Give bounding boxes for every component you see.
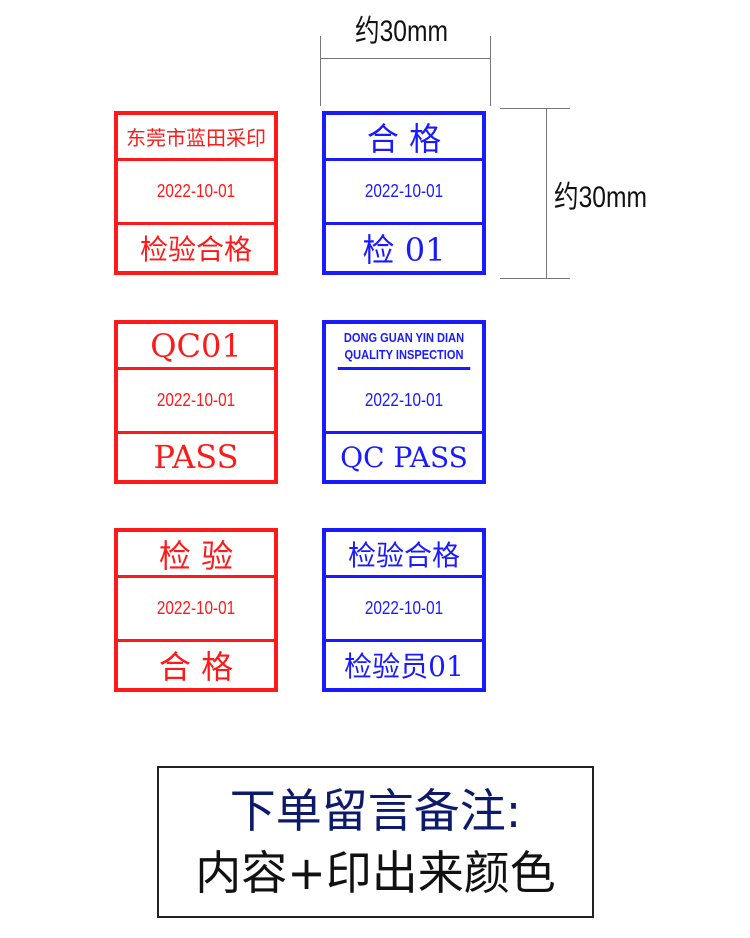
order-note-box: 下单留言备注: 内容+印出来颜色 [157,766,594,918]
stamp-date: 2022-10-01 [364,390,444,410]
stamp-top-text: 东莞市蓝田采印 [118,115,274,161]
stamp-date: 2022-10-01 [364,598,444,618]
dimension-line-vertical [546,108,547,279]
dimension-line-right-tick [490,36,491,106]
stamp-date: 2022-10-01 [156,181,236,201]
stamp-top-text: QC01 [118,324,274,370]
dimension-line-horizontal [320,58,491,59]
stamp-date: 2022-10-01 [156,390,236,410]
stamp-bottom-text: 检验员01 [344,650,464,683]
order-note-content: 内容+印出来颜色 [195,846,556,900]
stamp-top-line1: DONG GUAN YIN DIAN [343,329,465,345]
stamp-bottom-text: 合 格 [158,648,234,686]
stamp-date: 2022-10-01 [156,598,236,618]
dimension-line-bottom-tick [500,278,570,279]
stamp-bottom-text: 检验合格 [139,233,252,266]
dimension-line-left-tick [320,36,321,106]
stamp-red-inspection: 检 验 2022-10-01 合 格 [114,528,278,692]
stamp-blue-quality-inspection: DONG GUAN YIN DIAN QUALITY INSPECTION 20… [322,320,486,484]
stamp-bottom-text: QC PASS [340,440,468,474]
stamp-date: 2022-10-01 [364,181,444,201]
stamp-red-qc01: QC01 2022-10-01 PASS [114,320,278,484]
stamp-blue-pass: 合 格 2022-10-01 检 01 [322,111,486,275]
stamp-bottom-text: 检 01 [362,231,446,269]
width-dimension-label: 约30mm [355,15,448,48]
stamp-top-line2: QUALITY INSPECTION [344,346,464,362]
stamp-top-text: 检 验 [118,532,274,578]
stamp-blue-inspector: 检验合格 2022-10-01 检验员01 [322,528,486,692]
stamp-top-text: 合 格 [326,115,482,161]
order-note-title: 下单留言备注: [229,784,522,838]
stamp-red-company: 东莞市蓝田采印 2022-10-01 检验合格 [114,111,278,275]
stamp-bottom-text: PASS [153,438,239,476]
stamp-top-text: 检验合格 [326,532,482,578]
height-dimension-label: 约30mm [554,181,647,214]
dimension-line-top-tick [500,108,570,109]
